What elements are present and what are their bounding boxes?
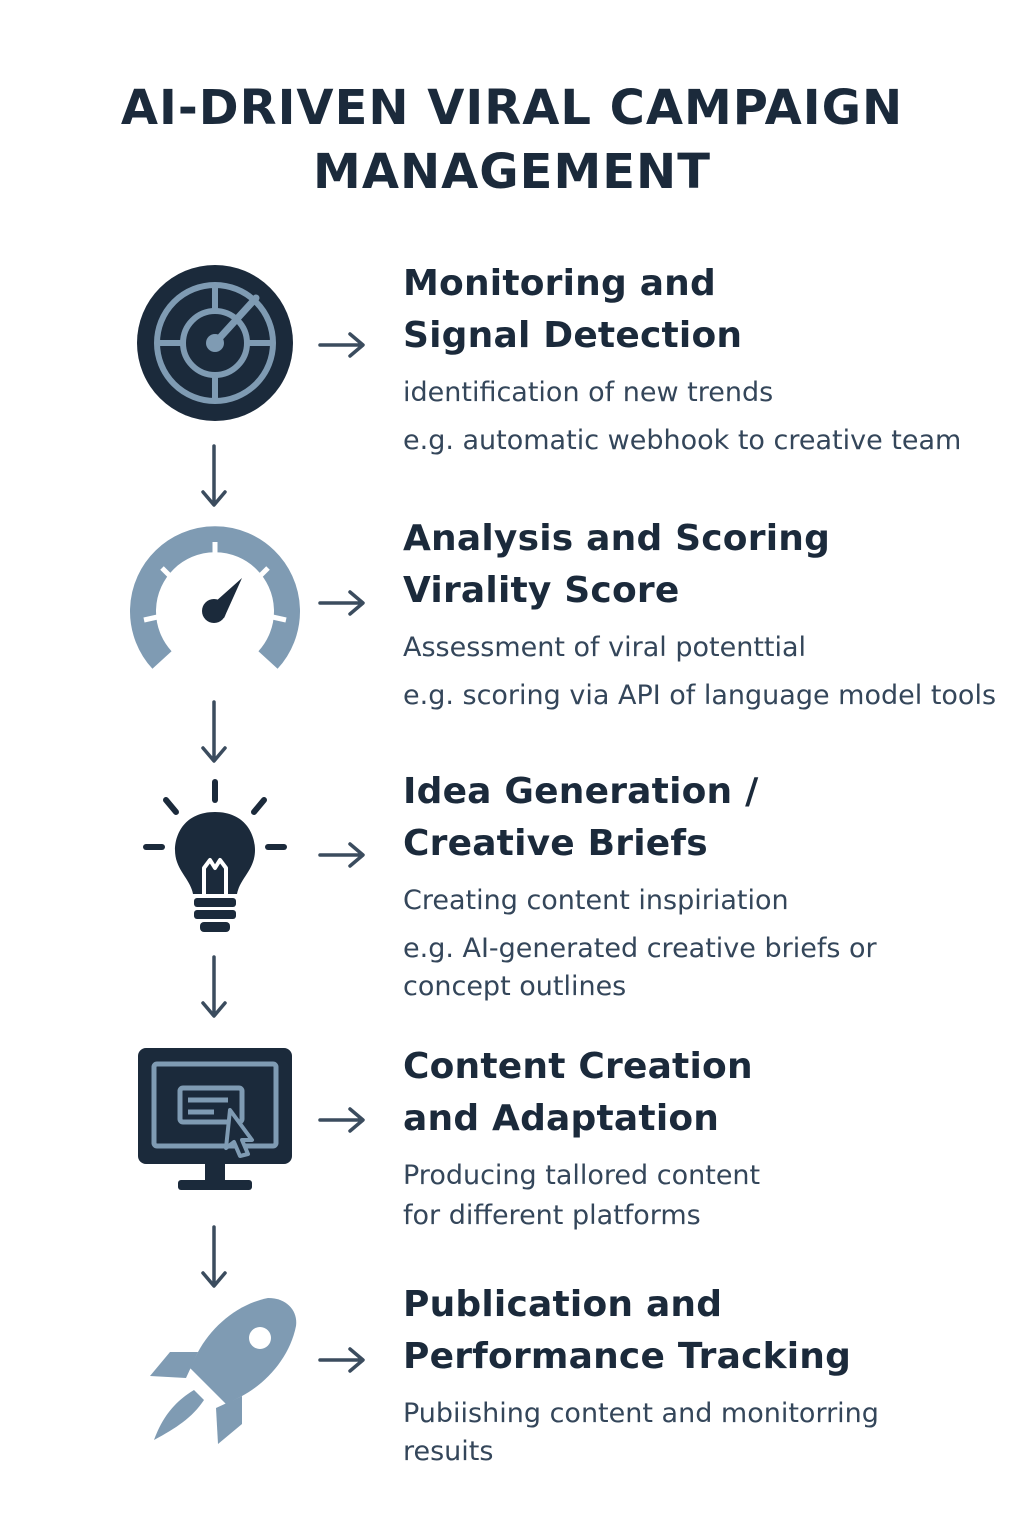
- arrow-right-4: [318, 1105, 368, 1135]
- step-example: e.g. scoring via API of language model t…: [403, 680, 997, 711]
- step-title-line1: Idea Generation /: [403, 771, 759, 812]
- arrow-down-2: [199, 700, 229, 766]
- step-description-line1: Producing tallored content: [403, 1160, 761, 1191]
- step-description: identification of new trends: [403, 377, 774, 408]
- step-monitoring: Monitoring and Signal Detection identifi…: [403, 258, 1003, 460]
- rocket-icon: [140, 1290, 310, 1460]
- arrow-right-3: [318, 840, 368, 870]
- step-title-line1: Content Creation: [403, 1046, 753, 1087]
- step-title-line2: Signal Detection: [403, 315, 743, 356]
- step-title-line1: Analysis and Scoring: [403, 518, 831, 559]
- step-title-line1: Publication and: [403, 1284, 723, 1325]
- step-example-line2: concept outlines: [403, 971, 627, 1002]
- step-description: Creating content inspiriation: [403, 885, 789, 916]
- speedometer-icon: [130, 520, 300, 690]
- page-title-line2: MANAGEMENT: [313, 144, 711, 200]
- arrow-right-1: [318, 330, 368, 360]
- arrow-right-5: [318, 1345, 368, 1375]
- monitor-icon: [130, 1040, 300, 1210]
- page-title-line1: AI-DRIVEN VIRAL CAMPAIGN: [120, 80, 904, 136]
- step-analysis: Analysis and Scoring Virality Score Asse…: [403, 513, 1003, 715]
- step-title-line2: and Adaptation: [403, 1098, 720, 1139]
- arrow-right-2: [318, 588, 368, 618]
- step-description: Assessment of viral potenttial: [403, 632, 807, 663]
- step-description-line2: for different platforms: [403, 1200, 701, 1231]
- step-publication: Publication and Performance Tracking Pub…: [403, 1279, 1003, 1471]
- arrow-down-4: [199, 1225, 229, 1291]
- step-example: e.g. automatic webhook to creative team: [403, 425, 962, 456]
- step-title-line2: Virality Score: [403, 570, 680, 611]
- step-example-line1: e.g. AI-generated creative briefs or: [403, 933, 877, 964]
- step-content-creation: Content Creation and Adaptation Producin…: [403, 1041, 1003, 1235]
- step-title-line1: Monitoring and: [403, 263, 716, 304]
- step-title-line2: Creative Briefs: [403, 823, 708, 864]
- step-description-line1: Pubiishing content and monitorring: [403, 1398, 879, 1429]
- arrow-down-1: [199, 444, 229, 510]
- arrow-down-3: [199, 955, 229, 1021]
- step-idea-generation: Idea Generation / Creative Briefs Creati…: [403, 766, 1003, 1006]
- step-description-line2: resuits: [403, 1436, 494, 1467]
- radar-icon: [130, 258, 300, 428]
- step-title-line2: Performance Tracking: [403, 1336, 852, 1377]
- lightbulb-icon: [130, 772, 300, 942]
